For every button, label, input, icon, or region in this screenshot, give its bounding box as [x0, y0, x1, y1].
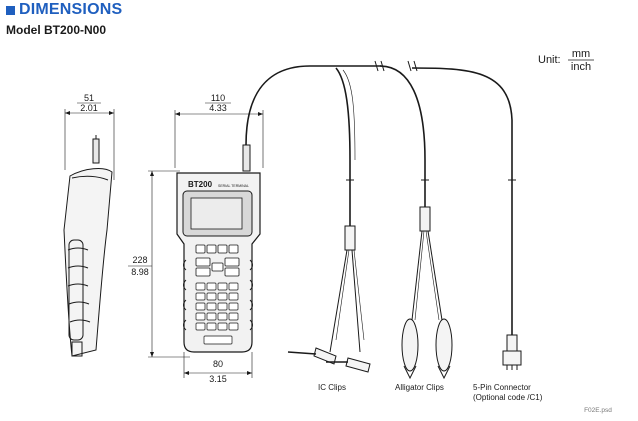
- bottom-width-dimension: 80 3.15: [183, 352, 253, 384]
- height-dimension: 228 8.98: [128, 170, 190, 358]
- device-brand: BT200: [188, 180, 213, 189]
- alligator-clips: [401, 206, 453, 380]
- side-width-in: 2.01: [80, 103, 98, 113]
- bottom-width-in: 3.15: [209, 374, 227, 384]
- five-pin-connector: [502, 334, 522, 370]
- side-view-device: [63, 135, 113, 357]
- unit-mm: mm: [572, 48, 590, 60]
- side-width-dimension: 51 2.01: [64, 93, 115, 180]
- front-view-device: BT200 SERIAL TERMINAL: [176, 144, 261, 353]
- page-title: DIMENSIONS: [19, 1, 123, 18]
- front-width-mm: 110: [211, 93, 225, 103]
- model-subtitle: Model BT200-N00: [6, 23, 107, 37]
- bottom-width-mm: 80: [213, 359, 223, 369]
- page-header: DIMENSIONS Model BT200-N00: [6, 1, 122, 37]
- front-width-dimension: 110 4.33: [174, 93, 264, 168]
- unit-inch: inch: [571, 61, 591, 73]
- height-mm: 228: [132, 255, 147, 265]
- title-bullet-icon: [6, 6, 15, 15]
- device-small-text: SERIAL TERMINAL: [218, 184, 249, 188]
- unit-legend: Unit: mm inch: [538, 48, 594, 73]
- connector-option-label: (Optional code /C1): [473, 393, 543, 402]
- keypad: [195, 282, 239, 331]
- ic-clips-label: IC Clips: [318, 383, 346, 392]
- height-in: 8.98: [131, 267, 149, 277]
- side-width-mm: 51: [84, 93, 94, 103]
- cable-loop: [245, 60, 513, 335]
- title-row: DIMENSIONS: [6, 1, 122, 19]
- file-code: F02E.psd: [584, 407, 612, 414]
- connector-label: 5-Pin Connector: [473, 383, 531, 392]
- front-width-in: 4.33: [209, 103, 227, 113]
- unit-prefix: Unit:: [538, 54, 561, 66]
- alligator-clips-label: Alligator Clips: [395, 383, 444, 392]
- ic-clips: [287, 225, 371, 373]
